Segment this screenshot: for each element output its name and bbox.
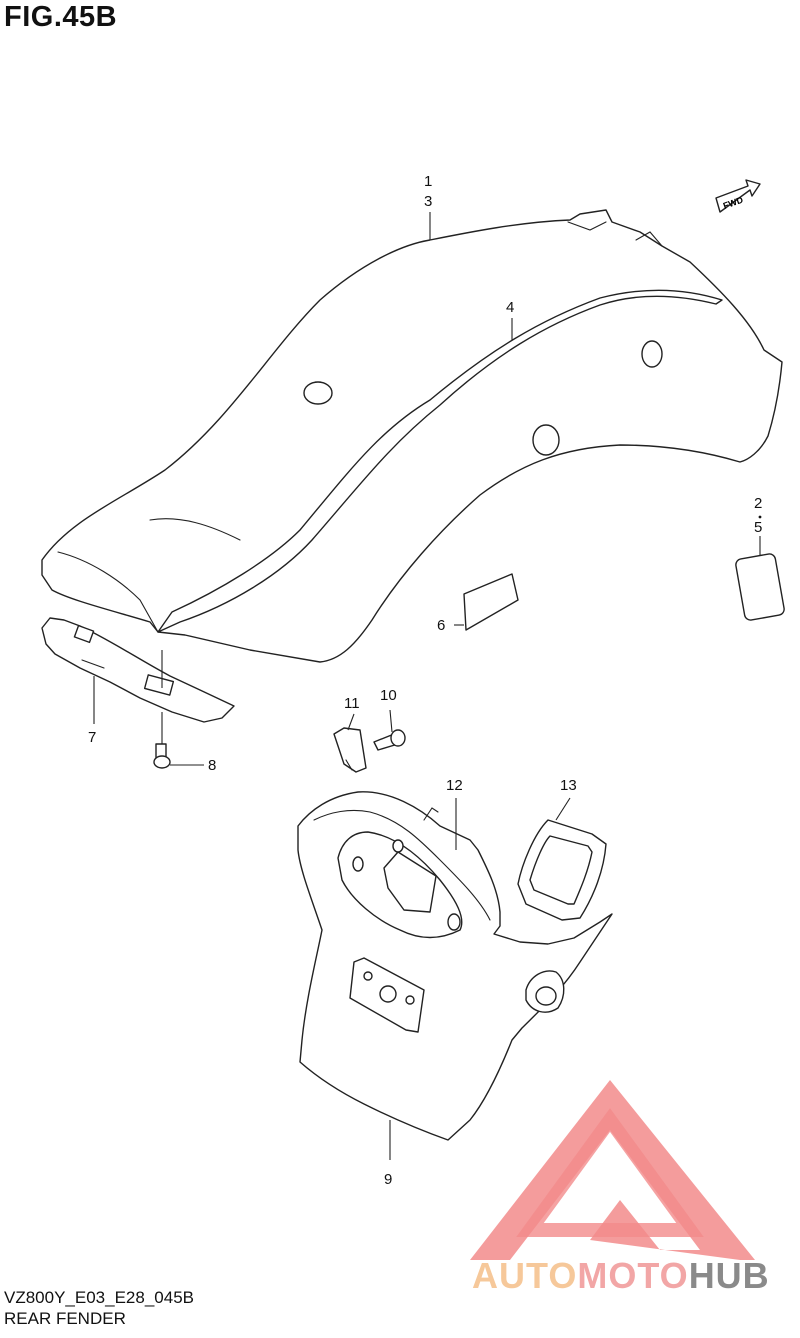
fender-pad [463,573,519,631]
fender-bracket [41,617,235,723]
figure-title: FIG.45B [4,1,118,33]
watermark-word-moto: MOTO [577,1255,689,1296]
callout-8: 8 [208,757,216,774]
watermark-word-auto: AUTO [472,1255,578,1296]
leader-lines [93,212,761,1160]
callout-12: 12 [446,777,463,794]
watermark-triangle-icon [470,1080,755,1260]
bolt [153,743,171,769]
callout-7: 7 [88,729,96,746]
callout-numbers: 1 3 4 2 5 6 7 8 9 10 11 12 13 [88,173,762,1188]
grommet [517,819,607,921]
callout-4: 4 [506,299,514,316]
callout-9: 9 [384,1171,392,1188]
callout-6: 6 [437,617,445,634]
clip-nut [333,727,367,773]
screw [373,729,406,751]
model-code: VZ800Y_E03_E28_045B [4,1288,194,1307]
rear-fender [41,209,783,663]
callout-13: 13 [560,777,577,794]
forward-arrow-icon: FWD [715,179,761,213]
watermark-logo: AUTOMOTOHUB [470,1080,800,1300]
callout-5: 5 [754,519,762,536]
license-plate-bracket [297,791,613,1141]
figure-name: REAR FENDER [4,1309,126,1328]
callout-11: 11 [344,695,360,712]
callout-2: 2 [754,495,762,512]
watermark-wordmark: AUTOMOTOHUB [472,1255,770,1297]
callout-10: 10 [380,687,397,704]
callout-dot [758,515,762,519]
figure-caption: VZ800Y_E03_E28_045B REAR FENDER [4,1287,194,1329]
reflector [735,553,785,621]
watermark-word-hub: HUB [688,1255,770,1296]
callout-1: 1 [424,173,432,190]
callout-3: 3 [424,193,432,210]
